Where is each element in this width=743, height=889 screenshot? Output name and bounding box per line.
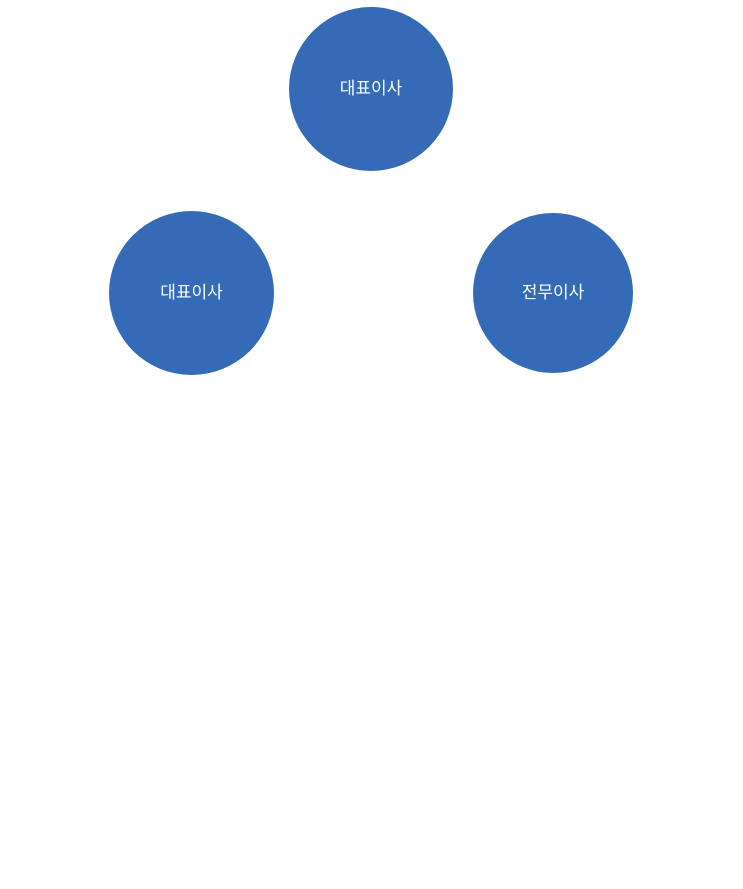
node-ceo-top[interactable]: 대표이사: [289, 7, 453, 171]
node-label: 전무이사: [521, 282, 585, 303]
node-label: 대표이사: [160, 282, 223, 303]
node-senior-director-right[interactable]: 전무이사: [473, 213, 633, 373]
node-ceo-left[interactable]: 대표이사: [109, 211, 274, 375]
node-label: 대표이사: [339, 78, 403, 99]
